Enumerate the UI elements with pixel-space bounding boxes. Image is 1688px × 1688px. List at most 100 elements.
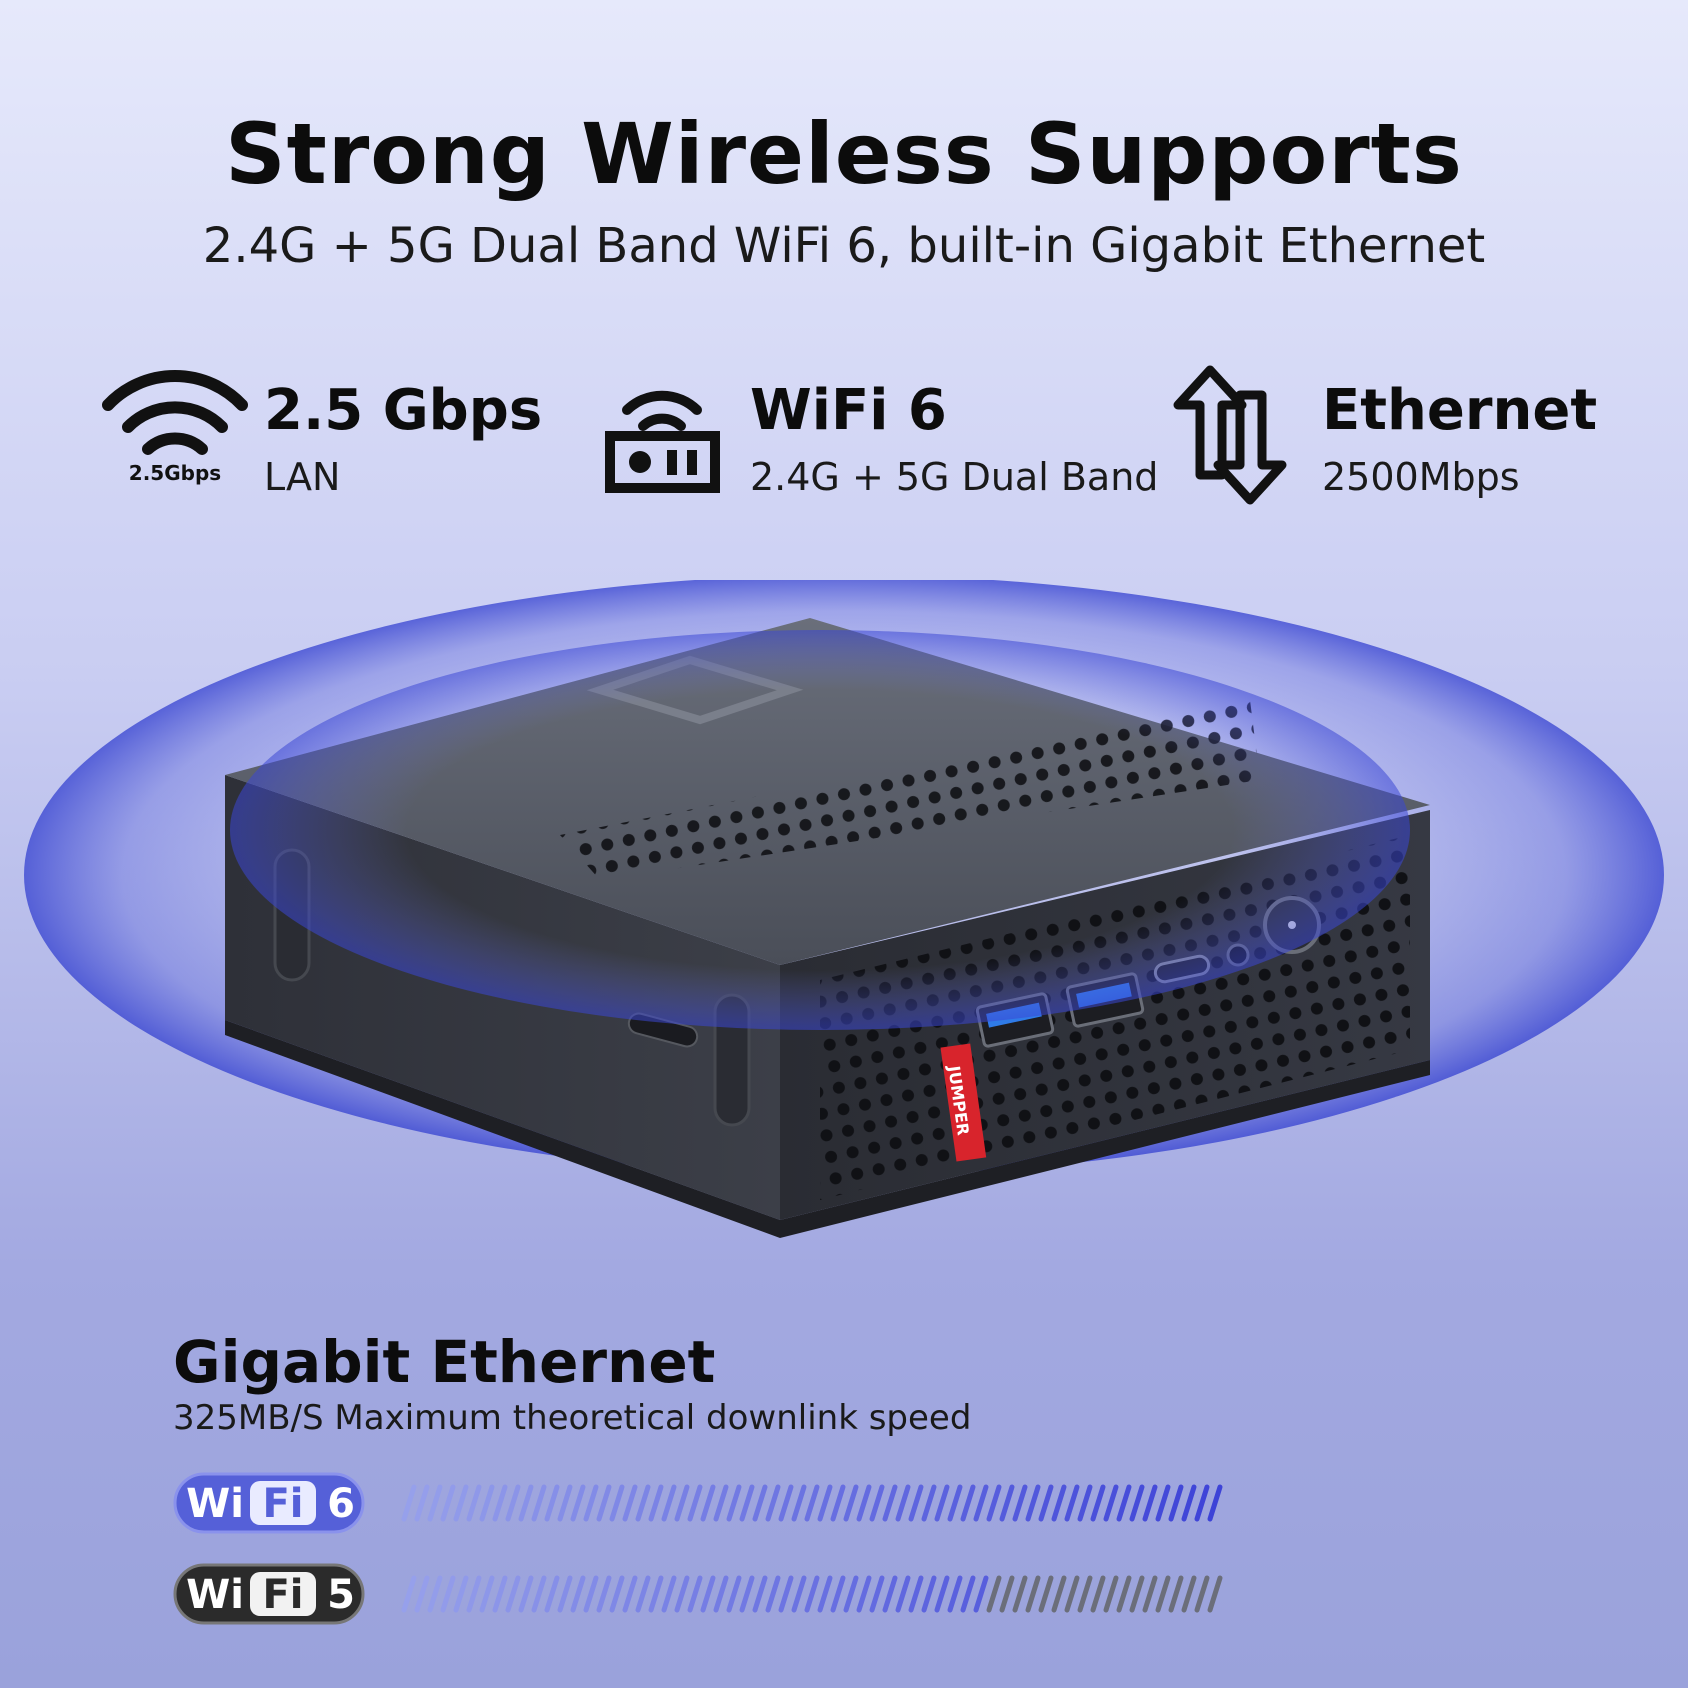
speed-bar-stripe <box>1103 1575 1119 1613</box>
speed-bar-stripe <box>531 1575 547 1613</box>
speed-bar-stripe <box>635 1575 651 1613</box>
speed-bar-stripe <box>739 1575 755 1613</box>
wifi6-badge: Wi Fi 6 <box>173 1472 365 1534</box>
speed-bar-stripe <box>791 1484 807 1522</box>
speed-bar-stripe <box>1038 1575 1054 1613</box>
speed-bar-stripe <box>1090 1484 1106 1522</box>
speed-bar-stripe <box>856 1484 872 1522</box>
speed-bar-stripe <box>1116 1484 1132 1522</box>
speed-bar-stripe <box>427 1484 443 1522</box>
speed-bar-stripe <box>947 1484 963 1522</box>
speed-bar-stripe <box>999 1484 1015 1522</box>
speed-bar-stripe <box>1194 1575 1210 1613</box>
wifi5-badge-wi: Wi <box>186 1572 244 1618</box>
speed-bar-stripe <box>401 1484 417 1522</box>
speed-bar-stripe <box>895 1484 911 1522</box>
speed-bar-stripe <box>713 1484 729 1522</box>
speed-bar-stripe <box>1155 1484 1171 1522</box>
speed-bar-stripe <box>479 1484 495 1522</box>
speed-bar-stripe <box>804 1575 820 1613</box>
speed-bar-stripe <box>973 1484 989 1522</box>
speed-bar-stripe <box>895 1575 911 1613</box>
speed-bar-stripe <box>1207 1484 1223 1522</box>
speed-bar-stripe <box>817 1484 833 1522</box>
speed-bar-stripe <box>869 1484 885 1522</box>
speed-bar-stripe <box>1064 1484 1080 1522</box>
wifi5-badge-version: 5 <box>327 1572 355 1618</box>
speed-bar-stripe <box>856 1575 872 1613</box>
speed-bar-stripe <box>635 1484 651 1522</box>
speed-bar-stripe <box>1168 1575 1184 1613</box>
speed-bar-stripe <box>1064 1575 1080 1613</box>
speed-bar-stripe <box>947 1575 963 1613</box>
speed-bar-stripe <box>492 1575 508 1613</box>
speed-bar-stripe <box>674 1484 690 1522</box>
speed-bar-stripe <box>1090 1575 1106 1613</box>
speed-bar-stripe <box>609 1484 625 1522</box>
speed-bar-stripe <box>440 1484 456 1522</box>
speed-bar-stripe <box>1207 1575 1223 1613</box>
speed-bar-stripe <box>1025 1575 1041 1613</box>
wifi5-badge-fi: Fi <box>262 1572 303 1618</box>
speed-bar-stripe <box>661 1484 677 1522</box>
speed-bar-stripe <box>687 1575 703 1613</box>
speed-bar-stripe <box>1129 1484 1145 1522</box>
speed-bar-stripe <box>752 1484 768 1522</box>
speed-bar-stripe <box>531 1484 547 1522</box>
speed-bar-stripe <box>1025 1484 1041 1522</box>
speed-bar-stripe <box>1012 1575 1028 1613</box>
speed-bar-stripe <box>1142 1484 1158 1522</box>
speed-bar-stripe <box>1181 1484 1197 1522</box>
speed-bar-stripe <box>752 1575 768 1613</box>
wifi6-badge-version: 6 <box>327 1481 355 1527</box>
speed-bar-stripe <box>713 1575 729 1613</box>
speed-bar-stripe <box>570 1484 586 1522</box>
speed-bar-stripe <box>674 1575 690 1613</box>
speed-bar-stripe <box>700 1484 716 1522</box>
speed-bar-stripe <box>622 1575 638 1613</box>
wifi5-badge: Wi Fi 5 <box>173 1563 365 1625</box>
speed-bar-stripe <box>960 1575 976 1613</box>
speed-bar-stripe <box>1051 1484 1067 1522</box>
speed-bar-stripe <box>1194 1484 1210 1522</box>
speed-bar-stripe <box>882 1484 898 1522</box>
speed-bar-stripe <box>921 1484 937 1522</box>
speed-bar-stripe <box>583 1575 599 1613</box>
speed-bar-stripe <box>1103 1484 1119 1522</box>
speed-bar-stripe <box>1168 1484 1184 1522</box>
speed-bar-stripe <box>440 1575 456 1613</box>
speed-bar-stripe <box>778 1484 794 1522</box>
speed-bar-stripe <box>492 1484 508 1522</box>
speed-bar-stripe <box>1077 1484 1093 1522</box>
speed-bar-stripe <box>570 1575 586 1613</box>
speed-bar-stripe <box>882 1575 898 1613</box>
speed-bar-stripe <box>986 1484 1002 1522</box>
speed-bar-stripe <box>596 1484 612 1522</box>
speed-bar-stripe <box>921 1575 937 1613</box>
speed-bar-stripe <box>687 1484 703 1522</box>
wifi6-badge-fi: Fi <box>262 1481 303 1527</box>
speed-bar-stripe <box>557 1575 573 1613</box>
speed-bar-stripe <box>544 1575 560 1613</box>
feature-lan-subtitle: LAN <box>264 455 341 499</box>
speed-bar-stripe <box>1129 1575 1145 1613</box>
speed-bar-stripe <box>544 1484 560 1522</box>
speed-bar-stripe <box>427 1575 443 1613</box>
speed-bar-stripe <box>661 1575 677 1613</box>
speed-bar-stripe <box>726 1575 742 1613</box>
speed-bar-stripe <box>973 1575 989 1613</box>
speed-bar-stripe <box>908 1484 924 1522</box>
speed-bar-stripe <box>583 1484 599 1522</box>
speed-bar-stripe <box>830 1484 846 1522</box>
feature-wifi-subtitle: 2.4G + 5G Dual Band <box>750 455 1159 499</box>
speed-bar-stripe <box>765 1484 781 1522</box>
speed-bar-stripe <box>960 1484 976 1522</box>
speed-bar-stripe <box>609 1575 625 1613</box>
speed-bar-stripe <box>1155 1575 1171 1613</box>
feature-lan-title: 2.5 Gbps <box>264 378 543 443</box>
speed-bar-stripe <box>648 1575 664 1613</box>
speed-bar-stripe <box>557 1484 573 1522</box>
gigabit-title: Gigabit Ethernet <box>173 1328 716 1396</box>
speed-bar-stripe <box>622 1484 638 1522</box>
speed-bar-stripe <box>466 1484 482 1522</box>
